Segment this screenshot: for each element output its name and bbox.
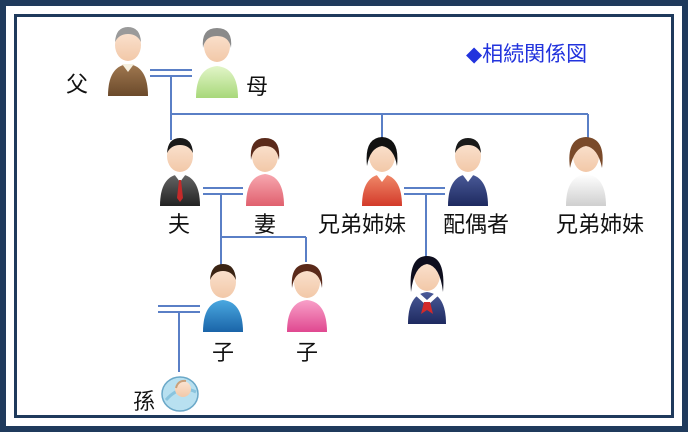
child-2-figure (287, 264, 327, 332)
child-1-label: 子 (212, 341, 235, 366)
husband-label: 夫 (168, 213, 191, 238)
mother-figure (196, 28, 238, 98)
spouse-figure (448, 138, 488, 206)
father-figure (108, 27, 148, 96)
sibling-2-figure (566, 137, 606, 206)
child-2-label: 子 (296, 341, 319, 366)
child-1-figure (203, 264, 243, 332)
wife-label: 妻 (254, 213, 277, 238)
baby-figure (161, 376, 199, 412)
sibling-2-label: 兄弟姉妹 (556, 213, 645, 238)
sibling-1-figure (362, 137, 402, 206)
husband-figure (160, 138, 200, 206)
mother-label: 母 (246, 75, 269, 100)
diagram-title: ◆相続関係図 (466, 42, 588, 66)
father-label: 父 (66, 73, 89, 98)
sibling-1-label: 兄弟姉妹 (318, 213, 407, 238)
wife-figure (246, 138, 284, 206)
connector-lines (150, 69, 589, 372)
spouse-label: 配偶者 (443, 213, 510, 238)
grandchild-label: 孫 (133, 390, 156, 415)
nephew-niece-figure (408, 256, 446, 324)
